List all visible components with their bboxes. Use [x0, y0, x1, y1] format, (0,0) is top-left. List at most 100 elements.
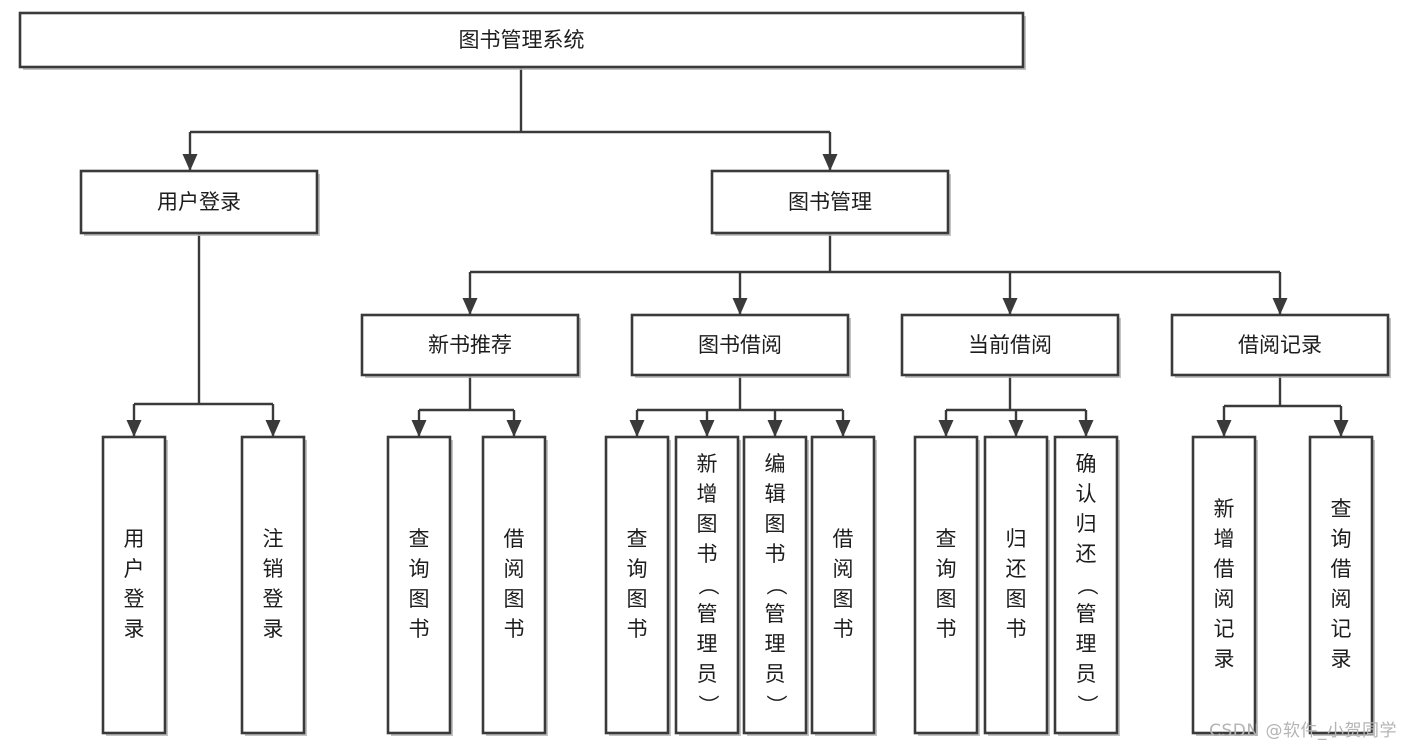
connector-recommend-to-leaves — [411, 375, 522, 437]
node-box-leaf[interactable] — [481, 435, 547, 735]
node-box-level2[interactable] — [900, 313, 1120, 377]
node-label: 图书管理 — [788, 190, 872, 214]
arrow-head-icon — [835, 420, 851, 437]
node-label-char: 登 — [263, 587, 284, 611]
node-book-manage[interactable]: 图书管理 — [710, 169, 951, 236]
node-box-level1[interactable] — [710, 169, 950, 235]
connector-layer — [126, 67, 1349, 437]
node-label-char: 查 — [936, 527, 957, 551]
node-box-leaf[interactable] — [983, 435, 1049, 735]
arrow-head-icon — [1002, 298, 1018, 315]
node-box-leaf[interactable] — [810, 435, 876, 735]
node-label-char: 阅 — [833, 557, 854, 581]
node-root[interactable]: 图书管理系统 — [18, 11, 1026, 70]
node-label-char: 归 — [1006, 527, 1027, 551]
node-label-char: 户 — [124, 557, 145, 581]
node-book-borrow[interactable]: 图书借阅 — [630, 313, 851, 378]
node-label-char: 书 — [627, 617, 648, 641]
node-label: 新书推荐 — [428, 333, 512, 357]
node-box-leaf[interactable] — [674, 435, 740, 735]
connector-record-to-leaves — [1216, 375, 1349, 437]
node-label-char: 图 — [409, 587, 430, 611]
node-label: 当前借阅 — [968, 333, 1052, 357]
node-label-char: 图 — [833, 587, 854, 611]
node-label-char: 录 — [124, 617, 145, 641]
node-leaf-user-login[interactable]: 用户登录 — [101, 435, 168, 736]
node-box-leaf[interactable] — [1053, 435, 1119, 735]
node-label-char: 图 — [627, 587, 648, 611]
arrow-head-icon — [1272, 298, 1288, 315]
node-label-char: 图 — [936, 587, 957, 611]
node-label-char: 确 — [1076, 452, 1097, 476]
node-box-level2[interactable] — [1170, 313, 1390, 377]
arrow-head-icon — [182, 154, 198, 171]
node-label-char: 图 — [765, 512, 786, 536]
node-current-borrow[interactable]: 当前借阅 — [900, 313, 1121, 378]
arrow-head-icon — [1078, 420, 1094, 437]
csdn-watermark: CSDN @软件_小贺同学 — [1209, 721, 1397, 741]
node-label-char: 员 — [697, 662, 718, 686]
node-label-char: （ — [764, 575, 788, 596]
arrow-head-icon — [462, 298, 478, 315]
node-label-char: 员 — [765, 662, 786, 686]
node-label-char: 查 — [409, 527, 430, 551]
node-label-char: ） — [764, 695, 788, 716]
connector-level1-user-login-to-leaves — [126, 233, 281, 437]
node-box-level2[interactable] — [360, 313, 580, 377]
node-box-leaf[interactable] — [913, 435, 979, 735]
connector-level1-book-manage-to-level2 — [462, 233, 1288, 315]
node-label-char: 管 — [697, 602, 718, 626]
node-label-char: 理 — [765, 632, 786, 656]
node-label-char: 书 — [765, 542, 786, 566]
node-new-book-recommend[interactable]: 新书推荐 — [360, 313, 581, 378]
node-label-char: 书 — [1006, 617, 1027, 641]
node-label-char: 理 — [1076, 632, 1097, 656]
node-box-level1[interactable] — [79, 169, 319, 235]
arrow-head-icon — [767, 420, 783, 437]
node-label-char: 新 — [697, 452, 718, 476]
node-box-leaf[interactable] — [386, 435, 452, 735]
node-box-root[interactable] — [18, 11, 1025, 69]
node-box-level2[interactable] — [630, 313, 850, 377]
node-label-char: 录 — [263, 617, 284, 641]
node-box-leaf[interactable] — [1191, 435, 1257, 735]
node-label-char: 员 — [1076, 662, 1097, 686]
node-label-char: 询 — [936, 557, 957, 581]
node-label-char: ） — [696, 695, 720, 716]
arrow-head-icon — [732, 298, 748, 315]
node-user-login[interactable]: 用户登录 — [79, 169, 320, 236]
node-label-char: 辑 — [765, 482, 786, 506]
node-label-char: 询 — [1331, 527, 1352, 551]
node-layer: 图书管理系统用户登录图书管理新书推荐图书借阅当前借阅借阅记录用户登录注销登录查询… — [18, 11, 1391, 736]
node-box-leaf[interactable] — [1308, 435, 1374, 735]
node-label-char: （ — [696, 575, 720, 596]
node-box-leaf[interactable] — [240, 435, 306, 735]
node-box-leaf[interactable] — [101, 435, 167, 735]
connector-borrow-to-leaves — [629, 375, 851, 437]
node-label-char: 书 — [504, 617, 525, 641]
node-box-leaf[interactable] — [742, 435, 808, 735]
node-label-char: 询 — [409, 557, 430, 581]
node-label-char: 新 — [1214, 497, 1235, 521]
arrow-head-icon — [1216, 420, 1232, 437]
arrow-head-icon — [629, 420, 645, 437]
node-box-leaf[interactable] — [604, 435, 670, 735]
node-borrow-record[interactable]: 借阅记录 — [1170, 313, 1391, 378]
node-label-char: 阅 — [1214, 587, 1235, 611]
node-label-char: 登 — [124, 587, 145, 611]
node-label-char: 录 — [1214, 647, 1235, 671]
